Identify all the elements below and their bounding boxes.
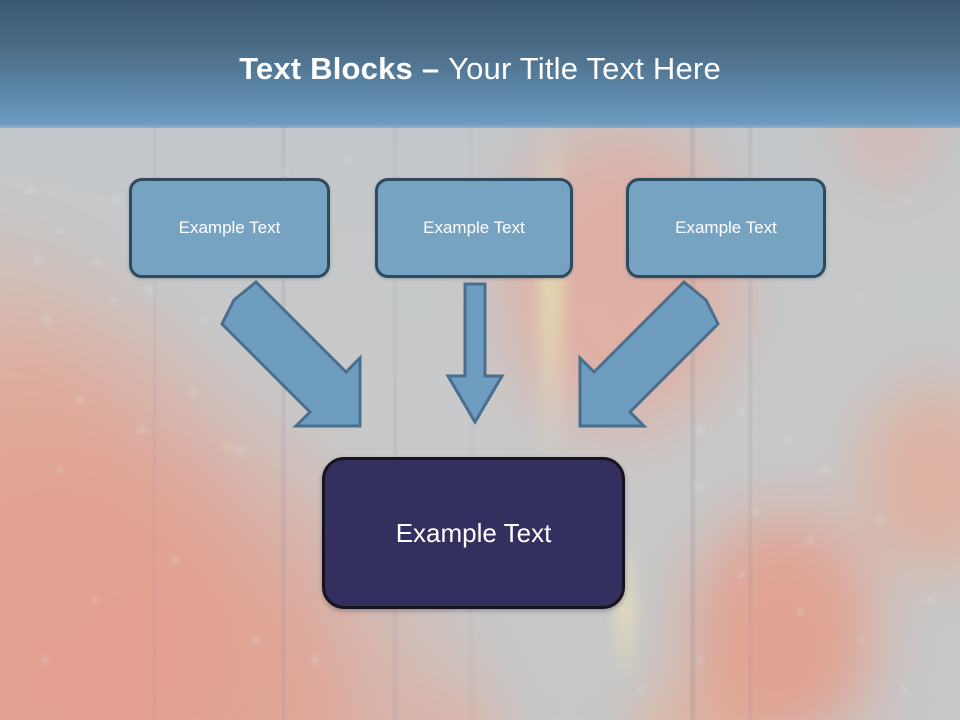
- result-block[interactable]: Example Text: [322, 457, 625, 609]
- page-title-bold: Text Blocks: [239, 51, 422, 86]
- arrow-down-right-icon: [220, 279, 362, 428]
- top-block-1[interactable]: Example Text: [129, 178, 330, 278]
- top-block-1-label: Example Text: [178, 218, 281, 237]
- arrow-down-icon: [445, 282, 505, 425]
- top-block-3[interactable]: Example Text: [626, 178, 826, 278]
- page-title: Text Blocks – Your Title Text Here: [0, 50, 960, 88]
- result-block-label: Example Text: [395, 517, 552, 548]
- top-block-2[interactable]: Example Text: [375, 178, 573, 278]
- arrow-down-left-icon: [578, 279, 720, 428]
- title-band: [0, 0, 960, 128]
- page-title-light: Your Title Text Here: [448, 51, 721, 86]
- top-block-3-label: Example Text: [675, 218, 777, 237]
- top-block-2-label: Example Text: [423, 218, 525, 237]
- page-title-dash: –: [421, 51, 449, 86]
